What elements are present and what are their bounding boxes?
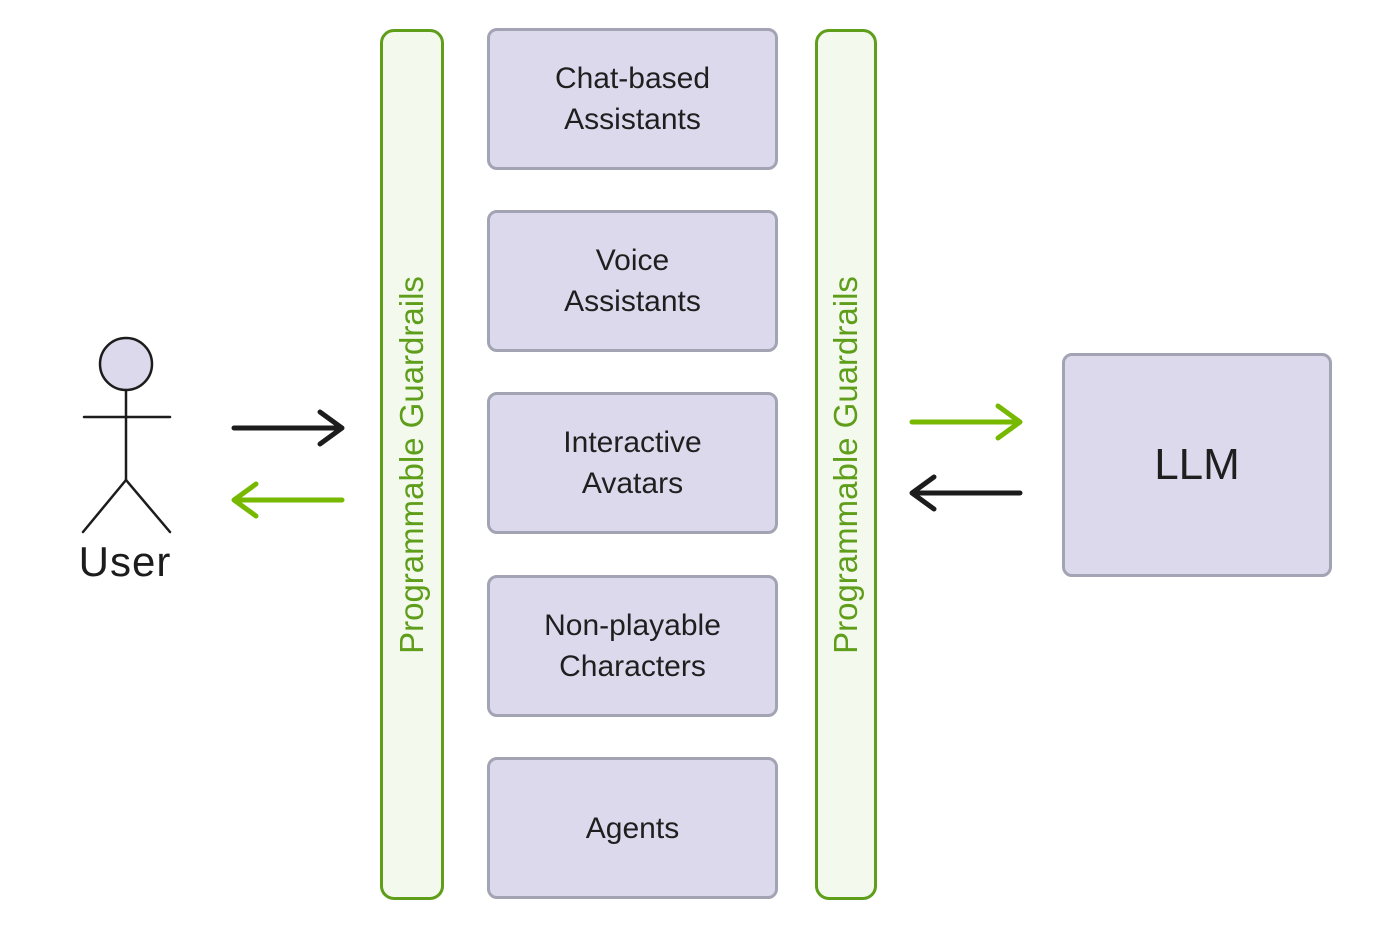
- guardrails-to-llm-arrow: [909, 403, 1023, 441]
- user-leg-left: [81, 478, 128, 534]
- guardrails-left-bar: Programmable Guardrails: [380, 29, 444, 900]
- guardrails-to-user-arrow: [231, 481, 345, 519]
- user-head: [98, 336, 154, 392]
- user-figure: [81, 336, 172, 534]
- guardrails-right-label: Programmable Guardrails: [827, 275, 864, 654]
- app-box-label: Non-playable: [544, 609, 721, 642]
- app-box-label: Interactive: [563, 426, 702, 459]
- app-box-interactive-avatars: Interactive Avatars: [487, 392, 778, 534]
- app-box-label: Chat-based: [554, 62, 711, 95]
- app-box-agents: Agents: [487, 757, 778, 899]
- app-box-voice-assistants: Voice Assistants: [487, 210, 778, 352]
- app-box-chat-based-assistants: Chat-based Assistants: [487, 28, 778, 170]
- user-leg-right: [124, 478, 172, 534]
- app-box-label: Assistants: [564, 103, 701, 136]
- app-box-label: Voice: [595, 244, 670, 277]
- guardrails-right-bar: Programmable Guardrails: [815, 29, 877, 900]
- llm-to-guardrails-arrow: [909, 474, 1023, 512]
- app-box-label: Assistants: [564, 285, 701, 318]
- guardrails-left-label: Programmable Guardrails: [393, 275, 430, 654]
- app-box-label: Characters: [559, 650, 706, 683]
- llm-box: LLM: [1062, 353, 1332, 577]
- user-label: User: [78, 538, 172, 585]
- app-box-non-playable-characters: Non-playable Characters: [487, 575, 778, 717]
- llm-label: LLM: [1154, 440, 1240, 489]
- user-to-guardrails-arrow: [231, 409, 345, 447]
- app-box-label: Avatars: [581, 467, 684, 500]
- app-box-label: Agents: [585, 811, 680, 845]
